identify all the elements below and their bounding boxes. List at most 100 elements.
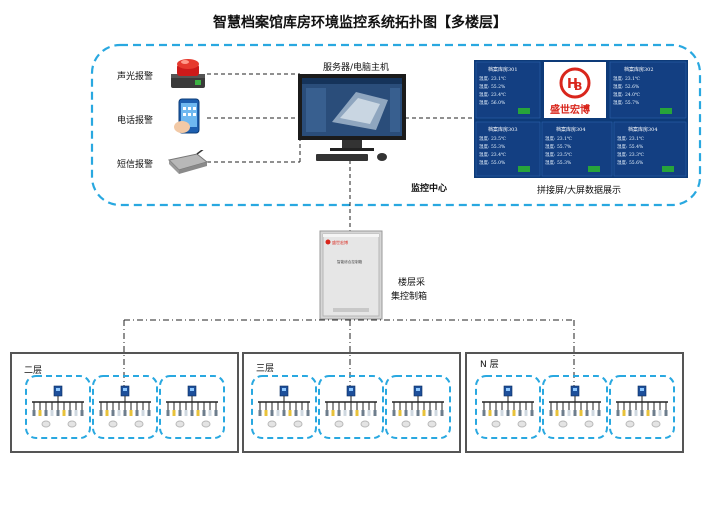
sensor-icon xyxy=(282,410,286,416)
sensor-icon xyxy=(422,410,426,416)
sensor-icon xyxy=(512,410,516,416)
server-label: 服务器/电脑主机 xyxy=(323,63,390,73)
collector-screen xyxy=(123,388,127,391)
svg-text:湿度: 56.0%: 湿度: 56.0% xyxy=(479,99,506,106)
svg-text:盛世宏博: 盛世宏博 xyxy=(332,239,348,245)
sensor-icon xyxy=(494,410,498,416)
dehumidifier-icon xyxy=(401,420,411,428)
sensor-icon xyxy=(190,410,194,416)
sensor-icon xyxy=(276,410,280,416)
sensor-icon xyxy=(398,410,402,416)
sensor-icon xyxy=(56,410,60,416)
air-purifier-icon xyxy=(293,420,303,428)
collector-screen xyxy=(190,388,194,391)
sensor-icon xyxy=(337,410,341,416)
sensor-icon xyxy=(404,410,408,416)
sms-alarm-icon xyxy=(167,150,209,174)
dehumidifier-icon xyxy=(491,420,501,428)
sensor-icon xyxy=(591,410,595,416)
sensor-icon xyxy=(646,410,650,416)
dehumidifier-icon xyxy=(41,420,51,428)
sensor-icon xyxy=(294,410,298,416)
floor-box-2 xyxy=(10,352,239,453)
svg-text:温度: 24.0℃: 温度: 24.0℃ xyxy=(613,91,640,98)
room-frame xyxy=(25,375,91,439)
floor-label-n: N 层 xyxy=(480,360,499,370)
svg-text:温度: 23.4℃: 温度: 23.4℃ xyxy=(479,91,506,98)
collector-screen xyxy=(282,388,286,391)
sensor-icon xyxy=(585,410,589,416)
sensor-icon xyxy=(196,410,200,416)
collector-screen xyxy=(349,388,353,391)
sensor-icon xyxy=(264,410,268,416)
sensor-icon xyxy=(652,410,656,416)
svg-text:湿度: 55.7%: 湿度: 55.7% xyxy=(613,99,640,106)
sound-light-alarm-label: 声光报警 xyxy=(117,72,154,82)
sensor-icon xyxy=(111,410,115,416)
sensor-icon xyxy=(482,410,486,416)
room-frame xyxy=(609,375,675,439)
sensor-icon xyxy=(99,410,103,416)
dehumidifier-icon xyxy=(108,420,118,428)
air-purifier-icon xyxy=(201,420,211,428)
sensor-icon xyxy=(367,410,371,416)
floor-label-2: 二层 xyxy=(24,366,43,376)
svg-text:档案库房304: 档案库房304 xyxy=(628,126,658,133)
sensor-icon xyxy=(166,410,170,416)
sensor-icon xyxy=(416,410,420,416)
sensor-icon xyxy=(561,410,565,416)
svg-text:湿度: 55.2%: 湿度: 55.2% xyxy=(479,83,506,90)
dehumidifier-icon xyxy=(334,420,344,428)
collector-screen xyxy=(506,388,510,391)
floor-box-3 xyxy=(242,352,461,453)
sensor-icon xyxy=(258,410,262,416)
svg-text:温度: 23.1℃: 温度: 23.1℃ xyxy=(613,75,640,82)
room-frame xyxy=(542,375,608,439)
sensor-icon xyxy=(214,410,218,416)
sensor-icon xyxy=(567,410,571,416)
svg-text:湿度: 55.3%: 湿度: 55.3% xyxy=(479,143,506,150)
sensor-icon xyxy=(634,410,638,416)
screen-panel-303: 档案库房303 温度: 23.5℃湿度: 55.3%温度: 23.4℃湿度: 5… xyxy=(475,121,541,177)
sensor-icon xyxy=(135,410,139,416)
sensor-icon xyxy=(288,410,292,416)
svg-text:温度: 23.1℃: 温度: 23.1℃ xyxy=(479,75,506,82)
sensor-icon xyxy=(178,410,182,416)
sensor-icon xyxy=(117,410,121,416)
air-purifier-icon xyxy=(360,420,370,428)
server-monitor-icon xyxy=(298,74,406,161)
sensor-icon xyxy=(355,410,359,416)
sensor-icon xyxy=(616,410,620,416)
sensor-icon xyxy=(123,410,127,416)
sensor-icon xyxy=(573,410,577,416)
svg-text:温度: 23.1℃: 温度: 23.1℃ xyxy=(545,135,572,142)
air-purifier-icon xyxy=(584,420,594,428)
monitor-center-label: 监控中心 xyxy=(411,184,448,194)
panel-title-301: 档案库房301 xyxy=(488,66,518,73)
svg-text:档案库房304: 档案库房304 xyxy=(556,126,586,133)
phone-alarm-icon xyxy=(174,98,200,134)
svg-text:温度: 23.4℃: 温度: 23.4℃ xyxy=(479,151,506,158)
sensor-icon xyxy=(428,410,432,416)
sensor-icon xyxy=(373,410,377,416)
collector-screen xyxy=(56,388,60,391)
sensor-icon xyxy=(664,410,668,416)
svg-text:温度: 23.3℃: 温度: 23.3℃ xyxy=(617,151,644,158)
svg-text:H: H xyxy=(567,77,578,92)
cabinet-label-line1: 楼层采 xyxy=(398,278,426,288)
big-screen-label: 拼接屏/大屏数据展示 xyxy=(537,186,622,196)
sensor-icon xyxy=(640,410,644,416)
floor-box-n xyxy=(465,352,684,453)
sensor-icon xyxy=(597,410,601,416)
sound-light-alarm-icon xyxy=(171,59,205,88)
sensor-icon xyxy=(306,410,310,416)
air-purifier-icon xyxy=(427,420,437,428)
cabinet-plate-text: 智能综合控制箱 xyxy=(337,259,363,264)
screen-panel-304b: 档案库房304 温度: 23.1℃湿度: 55.4%温度: 23.3℃湿度: 5… xyxy=(613,121,687,177)
sensor-icon xyxy=(141,410,145,416)
sensor-icon xyxy=(410,410,414,416)
svg-text:湿度: 55.0%: 湿度: 55.0% xyxy=(479,159,506,166)
screen-panel-302: 档案库房302 温度: 23.1℃湿度: 52.6%温度: 24.0℃湿度: 5… xyxy=(609,61,687,119)
logo-text: 盛世宏博 xyxy=(550,103,590,116)
